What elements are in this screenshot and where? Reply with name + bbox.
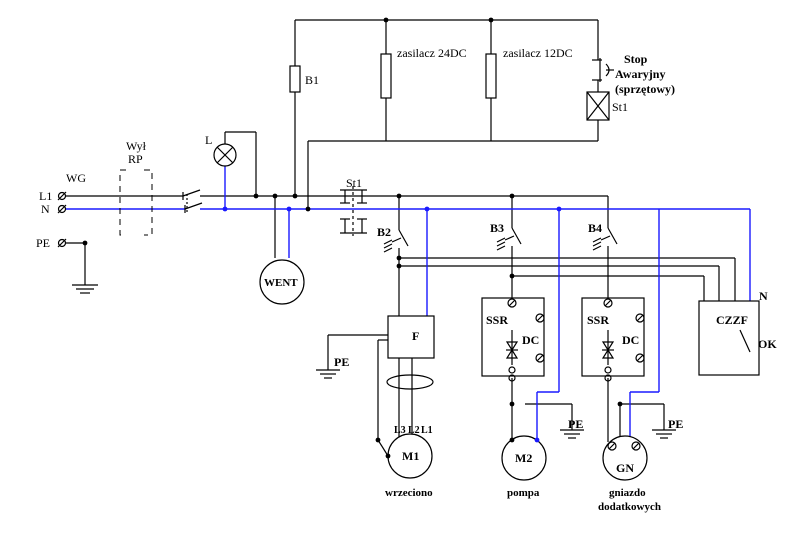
inverter-f (387, 315, 435, 359)
junction-dots (82, 17, 623, 443)
label-stop-1: Stop (624, 52, 648, 66)
ssr-relay-pump (481, 297, 545, 382)
main-switch-rp (119, 169, 153, 236)
label-ok: OK (758, 337, 777, 351)
ground-symbol-f (316, 369, 340, 379)
breaker-b3 (496, 227, 522, 251)
input-terminal-l1 (57, 191, 67, 201)
phase-monitor-czzf (698, 300, 760, 376)
label-psu24: zasilacz 24DC (397, 46, 467, 60)
label-f-box: F (412, 329, 419, 343)
label-pe-in: PE (36, 236, 50, 250)
label-m2: M2 (515, 451, 532, 465)
label-m1-l3: L3 (394, 425, 406, 436)
label-dc2: DC (622, 333, 639, 347)
ground-symbol-m2 (560, 429, 584, 439)
power-supply-12dc (485, 53, 497, 99)
label-stop-2: Awaryjny (615, 67, 665, 81)
label-b2: B2 (377, 225, 391, 239)
label-st1-contact: St1 (346, 176, 362, 190)
diagram-labels: WG L1 N PE Wył RP L B1 zasilacz 24DC zas… (36, 46, 777, 513)
label-b1: B1 (305, 73, 319, 87)
lamp-indicator (213, 132, 237, 167)
label-pe-m2: PE (568, 417, 583, 431)
emergency-stop-button (592, 58, 614, 82)
label-went: WENT (264, 277, 298, 289)
socket-gn (602, 435, 648, 481)
ground-symbol-pe-in (72, 284, 98, 294)
label-dc1: DC (522, 333, 539, 347)
label-n-right: N (759, 289, 768, 303)
power-supply-24dc (380, 53, 392, 99)
label-stop-3: (sprzętowy) (615, 82, 675, 96)
fan-went (259, 259, 305, 305)
label-m1: M1 (402, 449, 419, 463)
label-lamp: L (205, 133, 212, 147)
label-gn: GN (616, 461, 634, 475)
label-m1-l2: L2 (408, 425, 420, 436)
label-ssr2: SSR (587, 313, 609, 327)
label-wg: WG (66, 171, 86, 185)
motor-m2 (501, 435, 547, 481)
ground-symbol-gn (652, 429, 676, 439)
label-rp: RP (128, 152, 143, 166)
input-terminal-n (57, 204, 67, 214)
label-psu12: zasilacz 12DC (503, 46, 573, 60)
caption-gn-1: gniazdo (609, 487, 646, 499)
label-pe-f: PE (334, 355, 349, 369)
label-b3: B3 (490, 221, 504, 235)
label-b4: B4 (588, 221, 602, 235)
cable-shield (386, 374, 434, 390)
ssr-relay-socket (581, 297, 645, 382)
input-terminal-pe (57, 238, 67, 248)
caption-m2: pompa (507, 487, 540, 499)
label-czzf: CZZF (716, 313, 748, 327)
label-ssr1: SSR (486, 313, 508, 327)
label-l1: L1 (39, 189, 52, 203)
label-m1-l1: L1 (421, 425, 433, 436)
st1-contactor (340, 186, 367, 236)
fuse-b1 (289, 65, 301, 93)
breaker-b4 (592, 227, 618, 251)
label-wyl: Wył (126, 139, 147, 153)
caption-m1: wrzeciono (385, 487, 433, 499)
main-disconnect-switch (182, 189, 203, 213)
breaker-b2 (383, 229, 409, 253)
caption-gn-2: dodatkowych (598, 501, 661, 513)
neutral-wires (66, 150, 751, 442)
label-st1-coil: St1 (612, 100, 628, 114)
label-pe-gn: PE (668, 417, 683, 431)
st1-coil (586, 91, 610, 121)
label-n-in: N (41, 202, 50, 216)
